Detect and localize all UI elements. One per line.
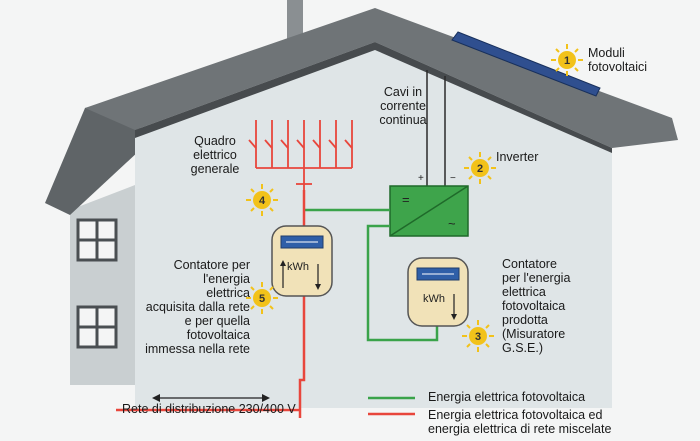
- chimney: [287, 0, 303, 40]
- solar-panels: [451, 31, 601, 97]
- svg-text:1: 1: [564, 55, 570, 67]
- label-contatore-rete: Contatore per l'energia elettrica acquis…: [145, 258, 250, 356]
- grid-meter-unit: kWh: [287, 261, 309, 273]
- green-wire-inverter-to-meter: [366, 224, 439, 342]
- svg-text:2: 2: [477, 163, 483, 175]
- sun-marker-3: 3: [462, 320, 494, 352]
- dc-plus-symbol: +: [418, 173, 424, 184]
- label-quadro-elettrico: Quadro elettrico generale: [190, 134, 240, 176]
- svg-text:5: 5: [259, 293, 265, 305]
- legend-red-label: Energia elettrica fotovoltaica ed energi…: [428, 408, 612, 436]
- side-wing-wall: [70, 185, 135, 385]
- sun-marker-5: 5: [246, 282, 278, 314]
- main-switchboard: [248, 120, 353, 190]
- sun-marker-4: 4: [246, 184, 278, 216]
- red-wire-meter-to-grid: [298, 296, 306, 418]
- label-inverter: Inverter: [496, 150, 539, 164]
- sun-marker-2: 2: [464, 152, 496, 184]
- window-lower: [76, 305, 118, 349]
- legend-green-label: Energia elettrica fotovoltaica: [428, 390, 586, 404]
- pv-meter-unit: kWh: [423, 293, 445, 305]
- sun-marker-1: 1: [551, 44, 583, 76]
- grid-meter: kWh: [271, 225, 333, 297]
- svg-text:=: =: [402, 192, 410, 207]
- side-wing-roof: [45, 95, 140, 215]
- window-upper: [76, 218, 118, 262]
- grid-direction-arrow: [152, 394, 270, 402]
- dc-minus-symbol: −: [450, 173, 456, 184]
- roof-edge: [135, 42, 612, 153]
- pv-meter: kWh: [407, 257, 469, 327]
- svg-text:3: 3: [475, 331, 481, 343]
- label-contatore-fotovoltaico: Contatore per l'energia elettrica fotovo…: [502, 257, 571, 355]
- inverter-box: = ~: [389, 185, 469, 237]
- label-rete-distribuzione: Rete di distribuzione 230/400 V: [122, 402, 296, 416]
- label-cavi-corrente-continua: Cavi in corrente continua: [379, 85, 427, 127]
- svg-text:~: ~: [448, 216, 456, 231]
- label-moduli-fotovoltaici: Moduli fotovoltaici: [588, 46, 648, 74]
- svg-text:4: 4: [259, 195, 266, 207]
